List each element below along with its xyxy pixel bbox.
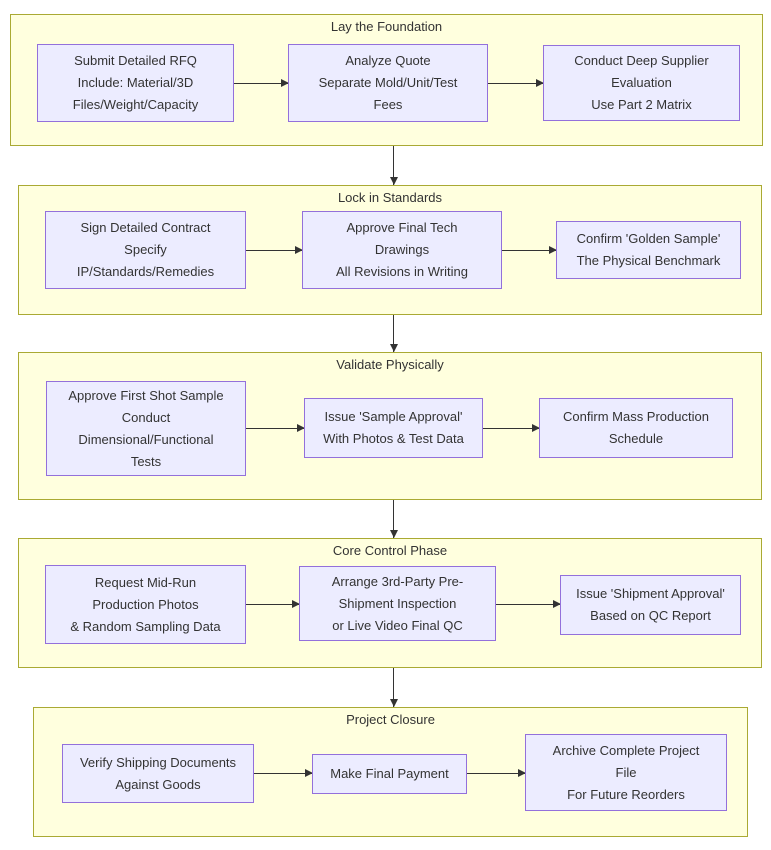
node-final-payment: Make Final Payment <box>312 754 467 794</box>
arrow-right-icon <box>246 424 305 432</box>
phase-title: Lay the Foundation <box>330 19 443 34</box>
phase-core-control: Core Control Phase Request Mid-Run Produ… <box>18 538 762 668</box>
node-supplier-evaluation: Conduct Deep Supplier Evaluation Use Par… <box>543 45 740 121</box>
arrow-right-icon <box>254 769 313 777</box>
arrow-right-icon <box>502 246 557 254</box>
node-archive-project: Archive Complete Project File For Future… <box>525 734 727 811</box>
arrow-right-icon <box>234 79 289 87</box>
phase-validate-physically: Validate Physically Approve First Shot S… <box>18 352 762 500</box>
node-sign-contract: Sign Detailed Contract Specify IP/Standa… <box>45 211 246 289</box>
phase-title: Project Closure <box>346 712 435 727</box>
node-sample-approval: Issue 'Sample Approval' With Photos & Te… <box>304 398 483 458</box>
node-verify-documents: Verify Shipping Documents Against Goods <box>62 744 254 803</box>
phase-title: Validate Physically <box>336 357 444 372</box>
arrow-right-icon <box>483 424 540 432</box>
arrow-right-icon <box>496 600 561 608</box>
phase-title: Lock in Standards <box>337 190 443 205</box>
node-pre-shipment-inspection: Arrange 3rd-Party Pre- Shipment Inspecti… <box>299 566 496 641</box>
phase-lock-in-standards: Lock in Standards Sign Detailed Contract… <box>18 185 762 315</box>
arrow-right-icon <box>246 246 303 254</box>
node-production-schedule: Confirm Mass Production Schedule <box>539 398 733 458</box>
node-submit-rfq: Submit Detailed RFQ Include: Material/3D… <box>37 44 234 122</box>
node-analyze-quote: Analyze Quote Separate Mold/Unit/Test Fe… <box>288 44 488 122</box>
node-approve-drawings: Approve Final Tech Drawings All Revision… <box>302 211 502 289</box>
arrow-right-icon <box>246 600 300 608</box>
node-first-shot-sample: Approve First Shot Sample Conduct Dimens… <box>46 381 246 476</box>
arrow-down-icon <box>389 146 398 185</box>
node-mid-run-photos: Request Mid-Run Production Photos & Rand… <box>45 565 246 644</box>
arrow-right-icon <box>488 79 544 87</box>
arrow-down-icon <box>389 668 398 707</box>
phase-title: Core Control Phase <box>332 543 448 558</box>
phase-project-closure: Project Closure Verify Shipping Document… <box>33 707 748 837</box>
arrow-down-icon <box>389 500 398 538</box>
arrow-down-icon <box>389 315 398 352</box>
arrow-right-icon <box>467 769 526 777</box>
node-shipment-approval: Issue 'Shipment Approval' Based on QC Re… <box>560 575 741 635</box>
phase-lay-the-foundation: Lay the Foundation Submit Detailed RFQ I… <box>10 14 763 146</box>
node-golden-sample: Confirm 'Golden Sample' The Physical Ben… <box>556 221 741 279</box>
